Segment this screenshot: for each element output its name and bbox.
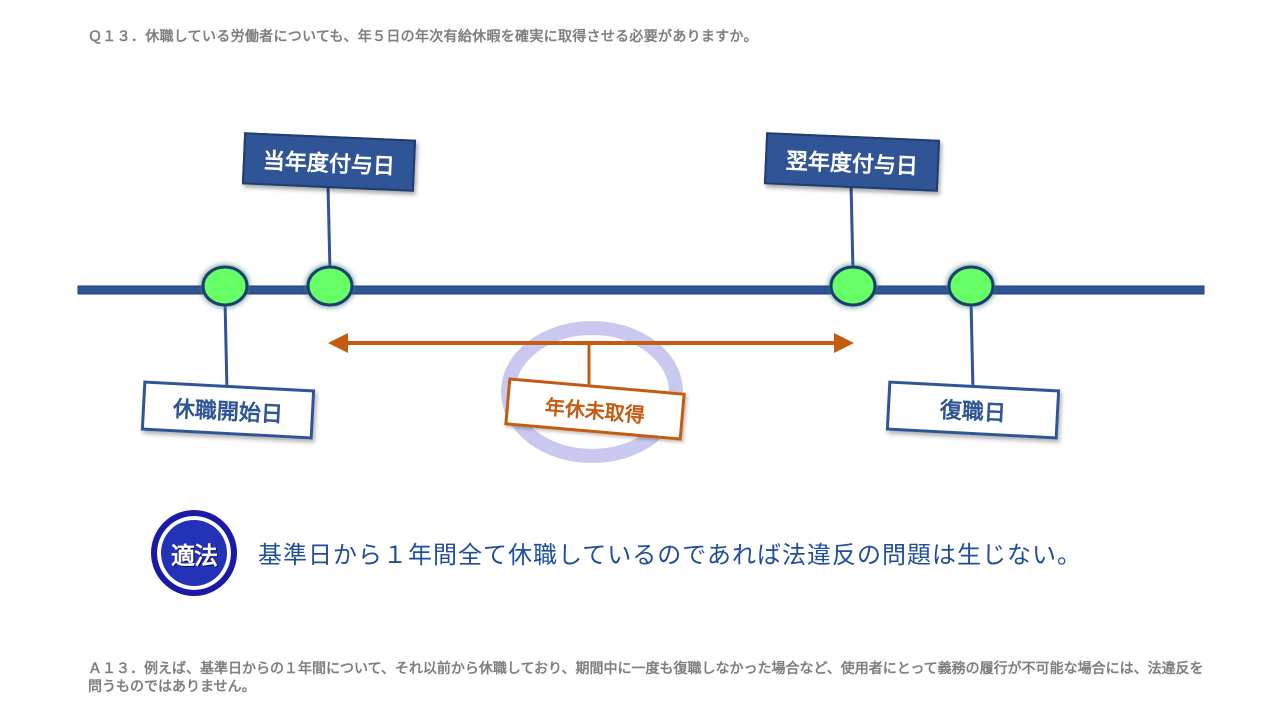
node-current-grant — [306, 265, 354, 307]
label-return: 復職日 — [885, 380, 1061, 440]
legal-badge-text: 適法 — [171, 541, 218, 570]
node-return — [947, 265, 995, 307]
connector-next-grant — [849, 182, 855, 273]
connector-leave-start — [223, 299, 229, 393]
timeline-line — [77, 285, 1205, 295]
label-leave-start: 休職開始日 — [140, 380, 316, 440]
node-next-grant — [829, 265, 877, 307]
conclusion-text: 基準日から１年間全て休職しているのであれば法違反の問題は生じない。 — [258, 541, 1083, 569]
answer-text: Ａ１３．例えば、基準日からの１年間について、それ以前から休職しており、期間中に一… — [88, 661, 1204, 695]
connector-return — [969, 299, 975, 393]
label-next-grant: 翌年度付与日 — [763, 132, 941, 192]
label-current-grant: 当年度付与日 — [241, 132, 417, 192]
legal-badge: 適法 — [151, 510, 237, 596]
connector-current-grant — [326, 184, 332, 273]
node-leave-start — [201, 265, 249, 307]
question-text: Ｑ１３．休職している労働者についても、年５日の年次有給休暇を確実に取得させる必要… — [88, 29, 758, 45]
